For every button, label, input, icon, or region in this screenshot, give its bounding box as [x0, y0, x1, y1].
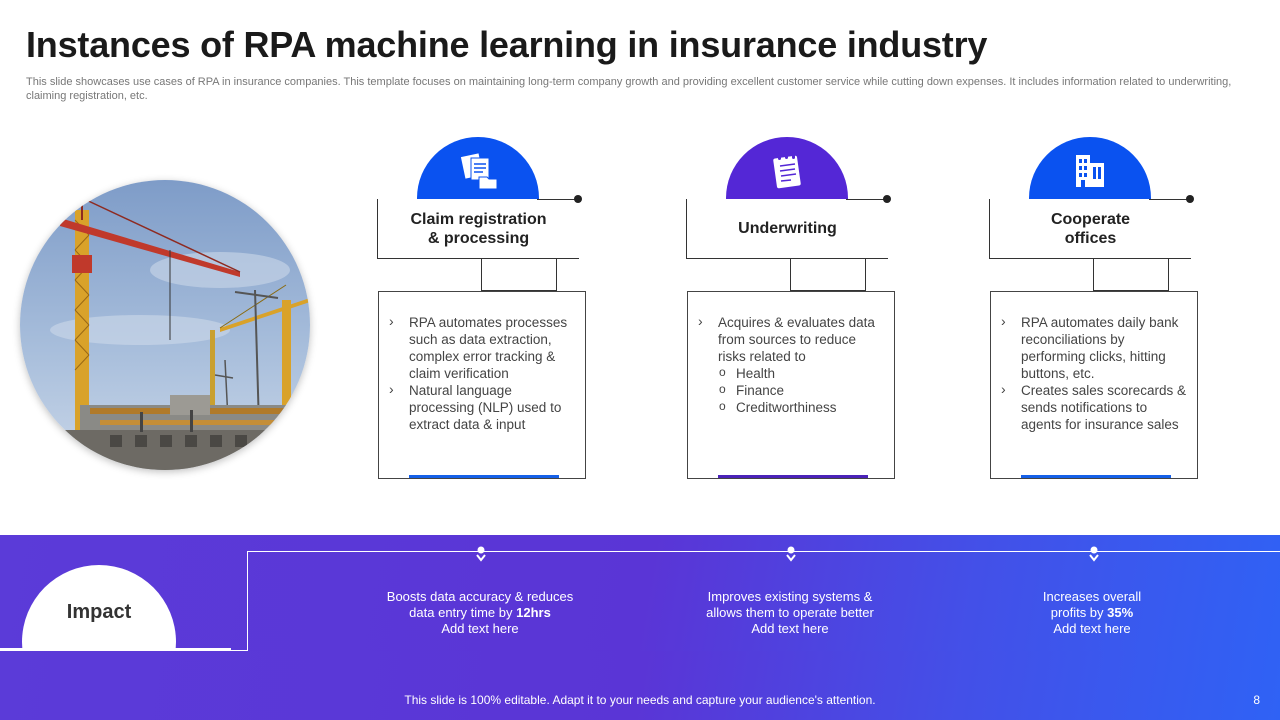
impact-item: Increases overall profits by 35% Add tex…: [987, 589, 1197, 637]
card-heading-line1: Claim registration: [410, 210, 547, 228]
card-heading: Claim registration& processing: [377, 199, 579, 259]
impact-bracket-line: [247, 551, 1280, 651]
impact-item-line1: Improves existing systems &: [707, 589, 873, 604]
card-accent-bar: [718, 475, 868, 478]
impact-band: Impact Boosts data accuracy & reduces da…: [0, 535, 1280, 720]
impact-item-placeholder: Add text here: [1053, 621, 1131, 636]
card-connector-dot: [883, 195, 891, 203]
page-number: 8: [1253, 693, 1260, 707]
card-heading-line2: & processing: [427, 229, 530, 247]
impact-item-line1: Boosts data accuracy & reduces: [386, 589, 574, 604]
bullet-item: RPA automates processes such as data ext…: [389, 313, 575, 382]
footer-note: This slide is 100% editable. Adapt it to…: [404, 693, 876, 707]
card-connector: [1093, 259, 1169, 291]
bullet-item: Acquires & evaluates data from sources t…: [698, 313, 884, 365]
card-heading: Underwriting: [686, 199, 888, 259]
impact-label: Impact: [66, 601, 132, 623]
card-icon-badge: [726, 137, 848, 199]
clipboard-icon: [773, 152, 801, 189]
page-title: Instances of RPA machine learning in ins…: [26, 24, 988, 65]
impact-item: Boosts data accuracy & reduces data entr…: [375, 589, 585, 637]
bullet-item: Natural language processing (NLP) used t…: [389, 381, 575, 433]
card-accent-bar: [409, 475, 559, 478]
card-connector-dot: [1186, 195, 1194, 203]
bullet-item: RPA automates daily bank reconciliations…: [1001, 313, 1187, 382]
impact-item-line2: data entry time by: [409, 605, 517, 620]
sub-bullet-item: Finance: [698, 381, 884, 399]
card-body: RPA automates processes such as data ext…: [378, 291, 586, 479]
card-icon-badge: [1029, 137, 1151, 199]
sub-bullet-item: Health: [698, 364, 884, 382]
impact-item-highlight: 12hrs: [516, 605, 551, 620]
card-body: RPA automates daily bank reconciliations…: [990, 291, 1198, 479]
impact-item-line1: Increases overall: [1042, 589, 1142, 604]
impact-item-highlight: 35%: [1107, 605, 1134, 620]
card-accent-bar: [1021, 475, 1171, 478]
card-heading-line2: offices: [1064, 229, 1117, 247]
impact-item-placeholder: Add text here: [751, 621, 829, 636]
card-claim-registration: Claim registration& processing RPA autom…: [377, 137, 607, 482]
sub-bullet-item: Creditworthiness: [698, 398, 884, 416]
card-connector: [481, 259, 557, 291]
impact-item-line2: allows them to operate better: [706, 605, 874, 620]
marker-icon: [786, 546, 796, 562]
card-connector: [790, 259, 866, 291]
marker-icon: [476, 546, 486, 562]
impact-item-line2: profits by: [1050, 605, 1108, 620]
page-subtitle: This slide showcases use cases of RPA in…: [26, 76, 1232, 102]
buildings-icon: [1076, 155, 1104, 187]
impact-item-placeholder: Add text here: [441, 621, 519, 636]
impact-item: Improves existing systems & allows them …: [685, 589, 895, 637]
card-icon-badge: [417, 137, 539, 199]
card-heading-line1: Underwriting: [738, 220, 837, 237]
card-heading-line1: Cooperate: [1050, 210, 1131, 228]
impact-underline: [0, 648, 231, 651]
card-body: Acquires & evaluates data from sources t…: [687, 291, 895, 479]
card-underwriting: Underwriting Acquires & evaluates data f…: [686, 137, 916, 482]
documents-icon: [460, 153, 498, 190]
card-connector-dot: [574, 195, 582, 203]
construction-photo: [20, 180, 310, 470]
marker-icon: [1089, 546, 1099, 562]
bullet-item: Creates sales scorecards & sends notific…: [1001, 381, 1187, 433]
